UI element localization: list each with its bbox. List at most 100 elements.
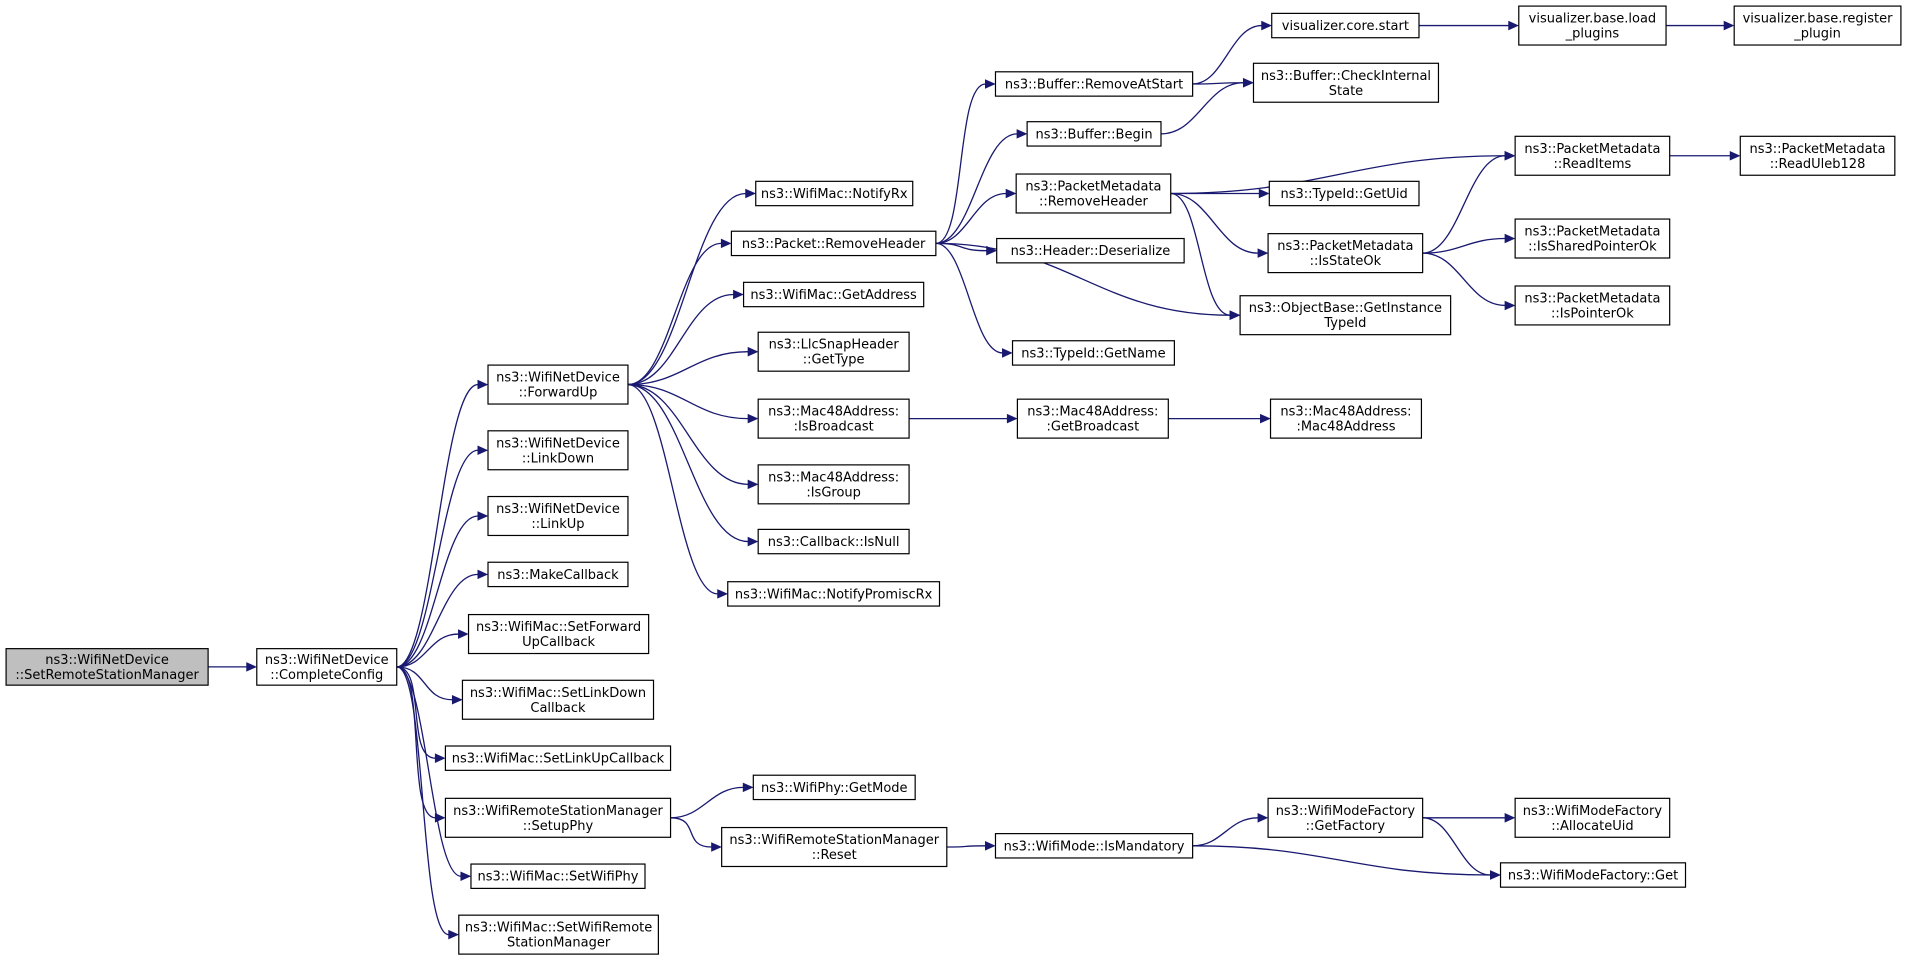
edge-removeHeader-to-getName (935, 242, 1003, 354)
edge-removeHeader-to-removeAtStart (935, 83, 986, 245)
node-label-pmRemoveHeader-1: ::RemoveHeader (1039, 194, 1149, 209)
node-isSharedPointerOk[interactable]: ns3::PacketMetadata::IsSharedPointerOk (1514, 218, 1671, 259)
arrowhead-completeConfig-to-setForwardUpCallback (458, 629, 469, 639)
node-begin[interactable]: ns3::Buffer::Begin (1026, 121, 1162, 147)
node-box-linkDown (487, 430, 629, 471)
edge-completeConfig-to-linkDown (396, 449, 479, 668)
node-box-allocateUid (1514, 797, 1671, 838)
node-box-getName (1011, 340, 1175, 366)
node-isStateOk[interactable]: ns3::PacketMetadata::IsStateOk (1267, 233, 1424, 274)
edge-removeHeader-to-begin (935, 133, 1018, 245)
node-isBroadcast[interactable]: ns3::Mac48Address::IsBroadcast (757, 398, 910, 439)
node-setWifiPhy[interactable]: ns3::WifiMac::SetWifiPhy (470, 863, 646, 889)
node-completeConfig[interactable]: ns3::WifiNetDevice::CompleteConfig (256, 648, 398, 686)
node-box-makeCallback (487, 561, 629, 588)
node-box-isSharedPointerOk (1514, 218, 1671, 259)
edge-forwardUp-to-isGroup (627, 383, 749, 486)
node-label-readUleb128-1: ::ReadUleb128 (1770, 157, 1866, 172)
node-box-forwardUp (487, 364, 629, 405)
node-getBroadcast[interactable]: ns3::Mac48Address::GetBroadcast (1016, 398, 1169, 439)
node-getName[interactable]: ns3::TypeId::GetName (1011, 340, 1175, 366)
node-label-linkDown-1: ::LinkDown (522, 451, 594, 466)
node-isMandatory[interactable]: ns3::WifiMode::IsMandatory (994, 833, 1194, 859)
node-coreStart[interactable]: visualizer.core.start (1271, 12, 1420, 39)
node-linkUp[interactable]: ns3::WifiNetDevice::LinkUp (487, 495, 629, 537)
arrowhead-begin-to-checkInternalState (1242, 77, 1254, 88)
node-loadPlugins[interactable]: visualizer.base.load_plugins (1518, 5, 1667, 46)
node-isPointerOk[interactable]: ns3::PacketMetadata::IsPointerOk (1514, 285, 1671, 326)
arrowhead-removeHeader-to-pmRemoveHeader (1005, 188, 1017, 199)
node-box-isGroup (757, 464, 910, 505)
node-registerPlugin[interactable]: visualizer.base.register_plugin (1733, 5, 1902, 46)
node-getType[interactable]: ns3::LlcSnapHeader::GetType (757, 331, 910, 372)
arrowhead-completeConfig-to-linkDown (477, 445, 489, 456)
node-box-linkUp (487, 495, 629, 537)
node-setupPhy[interactable]: ns3::WifiRemoteStationManager::SetupPhy (444, 797, 672, 838)
arrowhead-isStateOk-to-isSharedPointerOk (1504, 233, 1516, 244)
node-label-completeConfig-1: ::CompleteConfig (270, 668, 383, 683)
node-getMode[interactable]: ns3::WifiPhy::GetMode (752, 774, 916, 801)
arrowhead-loadPlugins-to-registerPlugin (1723, 20, 1735, 31)
node-label-setLinkDownCallback-0: ns3::WifiMac::SetLinkDown (470, 686, 646, 701)
arrowhead-completeConfig-to-setLinkDownCallback (451, 694, 463, 705)
node-getUid[interactable]: ns3::TypeId::GetUid (1268, 180, 1420, 207)
node-label-setupPhy-1: ::SetupPhy (523, 819, 594, 834)
node-box-setupPhy (444, 797, 672, 838)
edge-getFactory-to-wmfGet (1422, 817, 1491, 876)
node-removeHeader[interactable]: ns3::Packet::RemoveHeader (730, 230, 937, 257)
node-box-setWifiRemoteStationManager (458, 914, 659, 955)
edge-isMandatory-to-getFactory (1192, 817, 1259, 847)
node-label-getBroadcast-1: :GetBroadcast (1046, 420, 1139, 435)
node-allocateUid[interactable]: ns3::WifiModeFactory::AllocateUid (1514, 797, 1671, 838)
node-label-checkInternalState-0: ns3::Buffer::CheckInternal (1261, 69, 1431, 84)
arrowhead-forwardUp-to-isGroup (747, 479, 759, 490)
edge-pmRemoveHeader-to-getInstanceTypeId (1170, 192, 1231, 316)
arrowhead-forwardUp-to-notifyRx (745, 188, 756, 199)
arrowhead-pmRemoveHeader-to-getUid (1258, 188, 1270, 199)
node-box-deserialize (996, 237, 1185, 264)
node-getFactory[interactable]: ns3::WifiModeFactory::GetFactory (1267, 797, 1424, 838)
node-readItems[interactable]: ns3::PacketMetadata::ReadItems (1514, 135, 1671, 176)
arrowhead-removeHeader-to-getName (1002, 348, 1013, 358)
arrowhead-completeConfig-to-linkUp (477, 511, 489, 521)
arrowhead-forwardUp-to-removeHeader (720, 238, 732, 249)
node-box-begin (1026, 121, 1162, 147)
edges-layer (208, 20, 1741, 940)
node-deserialize[interactable]: ns3::Header::Deserialize (996, 237, 1185, 264)
node-label-readItems-1: ::ReadItems (1554, 157, 1632, 172)
node-label-readItems-0: ns3::PacketMetadata (1524, 142, 1660, 157)
node-box-setWifiPhy (470, 863, 646, 889)
node-label-getInstanceTypeId-1: TypeId (1323, 316, 1366, 331)
node-getAddress[interactable]: ns3::WifiMac::GetAddress (742, 281, 925, 308)
edge-removeHeader-to-pmRemoveHeader (935, 192, 1007, 245)
edge-isStateOk-to-isPointerOk (1422, 252, 1506, 307)
node-box-getAddress (742, 281, 925, 308)
node-label-setWifiPhy-0: ns3::WifiMac::SetWifiPhy (477, 870, 638, 885)
node-wmfGet[interactable]: ns3::WifiModeFactory::Get (1499, 862, 1687, 888)
node-removeAtStart[interactable]: ns3::Buffer::RemoveAtStart (994, 71, 1194, 97)
node-reset[interactable]: ns3::WifiRemoteStationManager::Reset (721, 826, 948, 868)
node-pmRemoveHeader[interactable]: ns3::PacketMetadata::RemoveHeader (1015, 173, 1172, 214)
node-linkDown[interactable]: ns3::WifiNetDevice::LinkDown (487, 430, 629, 471)
node-readUleb128[interactable]: ns3::PacketMetadata::ReadUleb128 (1739, 135, 1896, 176)
node-box-pmRemoveHeader (1015, 173, 1172, 214)
node-notifyPromiscRx[interactable]: ns3::WifiMac::NotifyPromiscRx (727, 581, 941, 607)
arrowhead-completeConfig-to-setLinkUpCallback (434, 753, 446, 763)
edge-forwardUp-to-notifyPromiscRx (627, 383, 718, 595)
node-setWifiRemoteStationManager[interactable]: ns3::WifiMac::SetWifiRemoteStationManage… (458, 914, 659, 955)
node-notifyRx[interactable]: ns3::WifiMac::NotifyRx (755, 180, 914, 207)
node-isGroup[interactable]: ns3::Mac48Address::IsGroup (757, 464, 910, 505)
node-setLinkUpCallback[interactable]: ns3::WifiMac::SetLinkUpCallback (444, 745, 672, 771)
edge-completeConfig-to-forwardUp (396, 383, 479, 668)
node-forwardUp[interactable]: ns3::WifiNetDevice::ForwardUp (487, 364, 629, 405)
arrowhead-getBroadcast-to-mac48Address (1260, 413, 1271, 424)
edge-isStateOk-to-readItems (1422, 155, 1506, 254)
node-mac48Address[interactable]: ns3::Mac48Address::Mac48Address (1269, 398, 1423, 439)
node-makeCallback[interactable]: ns3::MakeCallback (487, 561, 629, 588)
node-isNull[interactable]: ns3::Callback::IsNull (757, 528, 910, 555)
arrowhead-root-to-completeConfig (246, 662, 258, 672)
